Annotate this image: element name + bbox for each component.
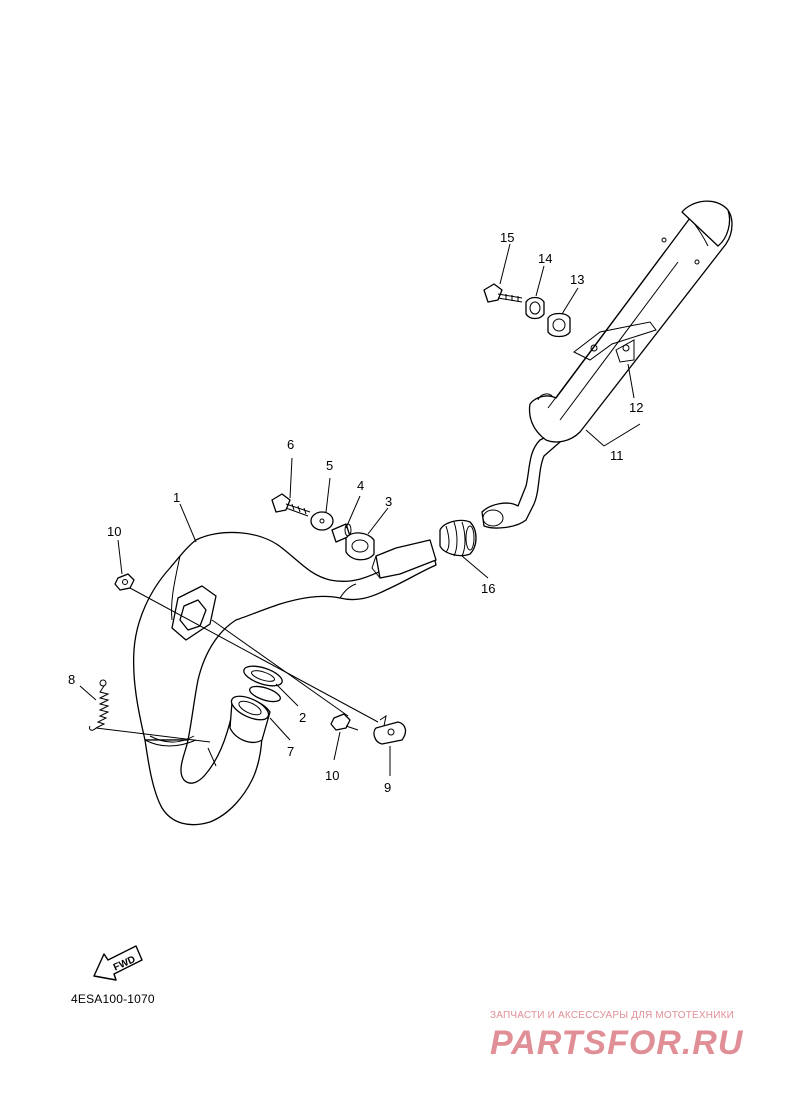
forward-direction-arrow-icon: FWD	[93, 945, 143, 981]
bolt-part-15	[483, 283, 523, 303]
callout-5: 5	[326, 458, 333, 473]
callout-7: 7	[287, 744, 294, 759]
callout-10-lower: 10	[325, 768, 339, 783]
bolt-part-6	[271, 493, 311, 517]
callout-16: 16	[481, 581, 495, 596]
stay-bracket	[371, 539, 437, 579]
callout-15: 15	[500, 230, 514, 245]
callout-13: 13	[570, 272, 584, 287]
collar-part-14	[525, 296, 545, 320]
silencer-part-11	[481, 200, 733, 529]
watermark-tagline: ЗАПЧАСТИ И АКСЕССУАРЫ ДЛЯ МОТОТЕХНИКИ	[490, 1010, 735, 1021]
callout-4: 4	[357, 478, 364, 493]
callout-1: 1	[173, 490, 180, 505]
callout-9: 9	[384, 780, 391, 795]
expansion-chamber-part	[132, 531, 437, 826]
callout-11: 11	[610, 448, 624, 463]
damper-part-13	[547, 312, 571, 338]
diagram-code: 4ESA100-1070	[71, 992, 155, 1006]
silencer-joint-part-16	[439, 519, 477, 557]
watermark-logo: PARTSFOR.RU	[490, 1024, 744, 1062]
callout-10-upper: 10	[107, 524, 121, 539]
callouts: 1 2 3 4 5 6 7 8 9 10 10 11 12 13 14 15 1…	[68, 230, 643, 795]
callout-3: 3	[385, 494, 392, 509]
bolt-part-upper-left	[114, 573, 135, 591]
callout-12: 12	[629, 400, 643, 415]
bracket-part	[373, 714, 407, 745]
gasket-part	[243, 665, 283, 703]
watermark-logo-text: PARTSFOR.RU	[490, 1024, 744, 1062]
spring-part	[89, 679, 110, 731]
callout-14: 14	[538, 251, 552, 266]
washer-part-5	[310, 511, 334, 531]
joint-part	[229, 695, 271, 743]
bolt-part-lower	[330, 713, 359, 731]
callout-8: 8	[68, 672, 75, 687]
callout-2: 2	[299, 710, 306, 725]
callout-6: 6	[287, 437, 294, 452]
leader-lines	[79, 243, 641, 776]
damper-part-3	[345, 532, 375, 561]
